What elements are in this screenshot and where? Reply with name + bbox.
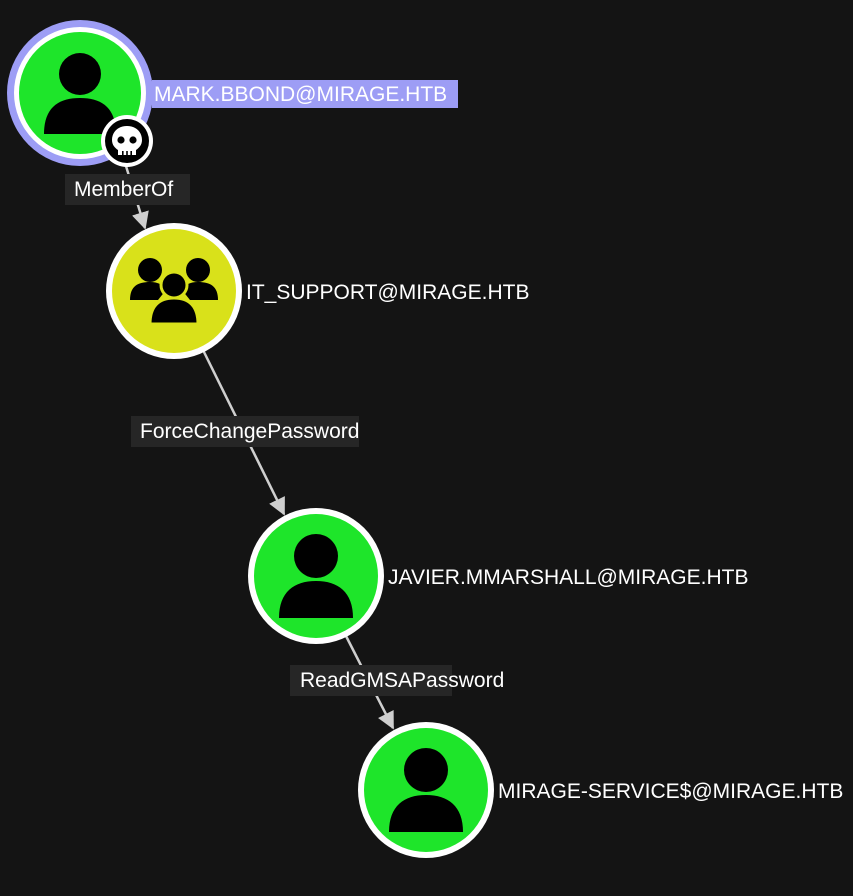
group-icon — [130, 258, 218, 326]
edge-label-bg — [65, 174, 190, 205]
node-label-javier-mmarshall: JAVIER.MMARSHALL@MIRAGE.HTB — [388, 566, 749, 589]
edge-label-forcechangepassword: ForceChangePassword — [140, 420, 359, 443]
node-javier-mmarshall[interactable]: JAVIER.MMARSHALL@MIRAGE.HTB — [248, 508, 749, 644]
edge-label-bg — [290, 665, 452, 696]
skull-icon — [101, 115, 153, 167]
edge-readgmsapassword[interactable]: ReadGMSAPassword — [290, 635, 504, 730]
user-icon — [279, 534, 353, 618]
edge-label-readgmsapassword: ReadGMSAPassword — [300, 669, 504, 692]
edge-forcechangepassword[interactable]: ForceChangePassword — [131, 349, 359, 516]
node-it-support[interactable]: IT_SUPPORT@MIRAGE.HTB — [106, 223, 529, 359]
node-label-mark-bbond: MARK.BBOND@MIRAGE.HTB — [154, 83, 447, 106]
node-mirage-service[interactable]: MIRAGE-SERVICE$@MIRAGE.HTB — [358, 722, 843, 858]
user-icon — [389, 748, 463, 832]
edge-memberof[interactable]: MemberOf — [65, 139, 190, 230]
selected-label-bg — [152, 80, 458, 108]
node-label-mirage-service: MIRAGE-SERVICE$@MIRAGE.HTB — [498, 780, 843, 803]
user-icon — [44, 53, 116, 134]
node-label-it-support: IT_SUPPORT@MIRAGE.HTB — [246, 281, 529, 304]
edge-label-bg — [131, 416, 359, 447]
node-mark-bbond[interactable]: MARK.BBOND@MIRAGE.HTB — [7, 20, 458, 167]
edge-label-memberof: MemberOf — [74, 178, 173, 201]
